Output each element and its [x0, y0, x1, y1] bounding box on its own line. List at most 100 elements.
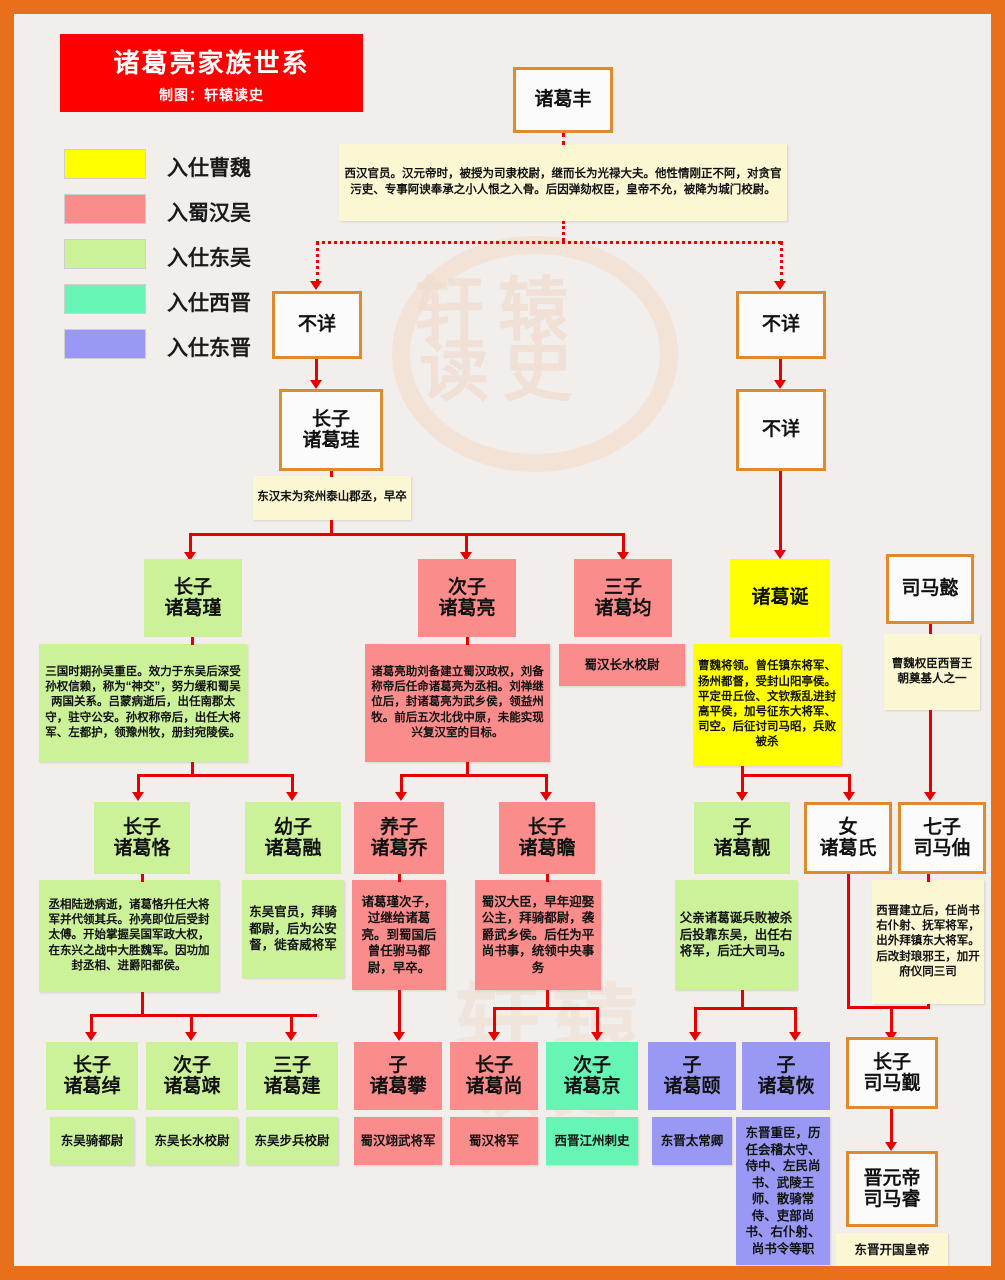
legend-swatch-xijin: [64, 284, 146, 314]
node-unknown-left-1[interactable]: 不详: [272, 291, 362, 359]
node-simayi-name: 司马懿: [901, 578, 959, 600]
arrow-to-zhugeliang: [460, 552, 472, 561]
node-zhugeshang[interactable]: 长子 诸葛尚: [450, 1042, 538, 1110]
node-zhugegui-name: 诸葛珪: [302, 430, 360, 451]
node-zhugeqiao[interactable]: 养子 诸葛乔: [354, 802, 444, 874]
legend-label-caowei: 入仕曹魏: [167, 157, 251, 180]
node-zhugejian[interactable]: 三子 诸葛建: [246, 1042, 338, 1110]
node-zhugejing[interactable]: 次子 诸葛京: [546, 1042, 638, 1110]
connector-jin-b2: [291, 774, 294, 796]
connector-ke-b2: [190, 1014, 193, 1036]
desc-zhugeke: 丞相陆逊病逝，诸葛恪升任大将军并代领其兵。孙亮即位后受封太傅。开始掌握吴国军政大…: [39, 880, 219, 992]
node-zhugeyi-rank: 子: [682, 1054, 702, 1076]
node-zhugeshi[interactable]: 女 诸葛氏: [804, 802, 892, 874]
arrow-to-zhugeyi: [689, 1032, 701, 1041]
legend-label-xijin: 入仕西晋: [167, 292, 251, 315]
watermark-ring: [392, 236, 678, 472]
connector-gui-down: [330, 520, 333, 535]
node-zhugechuo[interactable]: 长子 诸葛绰: [46, 1042, 138, 1110]
node-zhugerong-rank: 幼子: [273, 816, 312, 838]
arrow-to-zhugepan: [393, 1032, 405, 1041]
node-zhugeqiao-rank: 养子: [379, 816, 418, 838]
desc-simazhou: 西晋建立后，任尚书右仆射、抚军将军，出外拜镇东大将军。后改封琅邪王，加开府仪同三…: [872, 880, 984, 1004]
node-zhugeyi[interactable]: 子 诸葛颐: [648, 1042, 736, 1110]
legend-label-dongjin: 入仕东晋: [167, 337, 251, 360]
node-zhugeliang-name: 诸葛亮: [438, 598, 496, 619]
node-unknown-right-2[interactable]: 不详: [736, 389, 826, 471]
node-zhugezhan[interactable]: 长子 诸葛瞻: [499, 802, 595, 874]
connector-zhan-b1: [493, 1007, 496, 1036]
connector-liang-stub: [466, 637, 469, 645]
connector-ke-stub: [141, 874, 144, 882]
node-zhugehui-rank: 子: [776, 1054, 796, 1076]
node-simayi[interactable]: 司马懿: [886, 554, 974, 624]
connector-feng-bus: [316, 241, 781, 244]
node-zhugegui[interactable]: 长子 诸葛珪: [279, 389, 383, 471]
node-zhugesong-rank: 次子: [172, 1054, 211, 1076]
node-zhugesong[interactable]: 次子 诸葛竦: [146, 1042, 238, 1110]
arrow-to-zhugejing: [591, 1032, 603, 1041]
node-zhugedan[interactable]: 诸葛诞: [730, 559, 830, 637]
connector-gui-bus: [189, 533, 625, 536]
desc-zhugegui: 东汉末为兖州泰山郡丞，早卒: [253, 476, 411, 520]
arrow-to-zhugeqiao: [395, 792, 407, 801]
node-zhugeliang[interactable]: 次子 诸葛亮: [418, 559, 516, 637]
node-simazhou[interactable]: 七子 司马伷: [898, 802, 986, 874]
desc-zhugejun: 蜀汉长水校尉: [559, 644, 685, 686]
desc-zhugejing: 西晋江州刺史: [546, 1117, 638, 1165]
legend-label-dongwu: 入仕东吴: [167, 247, 251, 270]
connector-qiao-down: [398, 990, 401, 1036]
node-simarui[interactable]: 晋元帝 司马睿: [846, 1151, 938, 1227]
node-zhugepan-name: 诸葛攀: [369, 1076, 427, 1097]
node-simajin[interactable]: 长子 司马觐: [846, 1037, 938, 1109]
desc-zhugezhan: 蜀汉大臣，早年迎娶公主，拜骑都尉，袭爵武乡侯。后任为平尚书事，统领中央事务: [475, 880, 601, 990]
connector-dan-b2: [848, 774, 851, 796]
arrow-to-simajin: [885, 1032, 897, 1041]
node-zhugehui[interactable]: 子 诸葛恢: [742, 1042, 830, 1110]
desc-zhugeyi: 东晋太常卿: [652, 1117, 732, 1165]
title-banner: 诸葛亮家族世系 制图：轩辕读史: [60, 34, 363, 112]
node-unknown-right-2-label: 不详: [761, 419, 800, 441]
node-zhugedan-name: 诸葛诞: [751, 587, 809, 609]
desc-zhugejing2: 父亲诸葛诞兵败被杀后投靠东吴，出任右将军，后迁大司马。: [675, 880, 797, 990]
node-zhugeshi-name: 诸葛氏: [819, 838, 877, 859]
arrow-to-zhugerong: [286, 792, 298, 801]
node-zhugejun-rank: 三子: [603, 576, 642, 598]
connector-feng-stub: [562, 133, 565, 145]
node-unknown-right-1[interactable]: 不详: [736, 291, 826, 359]
connector-zhan-bus: [493, 1007, 599, 1010]
node-zhugejun[interactable]: 三子 诸葛均: [574, 559, 672, 637]
arrow-to-zhugejun: [617, 552, 629, 561]
node-zhugezhan-name: 诸葛瞻: [518, 838, 576, 859]
desc-simarui: 东晋开国皇帝: [836, 1233, 948, 1266]
node-zhugezhan-rank: 长子: [527, 816, 566, 838]
node-zhugejian-name: 诸葛建: [263, 1076, 321, 1097]
node-unknown-right-1-label: 不详: [761, 314, 800, 336]
arrow-to-zhugezhan: [540, 792, 552, 801]
node-simarui-rank: 晋元帝: [863, 1167, 921, 1189]
connector-liang-b1: [400, 774, 403, 796]
node-zhugejin[interactable]: 长子 诸葛瑾: [144, 559, 242, 637]
node-zhugefeng[interactable]: 诸葛丰: [513, 67, 613, 133]
connector-jing2-b1: [694, 1007, 697, 1036]
legend-label-shuhan: 入蜀汉吴: [167, 202, 251, 225]
node-zhugejing-name: 诸葛京: [563, 1076, 621, 1097]
connector-jing2-bus: [694, 1007, 797, 1010]
connector-ke-bus: [90, 1014, 317, 1017]
arrow-to-unknown-right-2: [774, 380, 786, 389]
connector-dan-b1: [741, 774, 744, 796]
node-zhugeke-name: 诸葛恪: [113, 838, 171, 859]
connector-dan-bus: [741, 774, 851, 777]
node-zhugejing2[interactable]: 子 诸葛靓: [694, 802, 790, 874]
legend-swatch-caowei: [64, 149, 146, 179]
node-zhugeke[interactable]: 长子 诸葛恪: [94, 802, 190, 874]
connector-zhan-stub: [546, 874, 549, 882]
node-zhugepan[interactable]: 子 诸葛攀: [354, 1042, 442, 1110]
node-zhugerong[interactable]: 幼子 诸葛融: [245, 802, 341, 874]
connector-shi-down: [847, 874, 850, 1006]
connector-liang-b2: [545, 774, 548, 796]
connector-liang-down: [466, 762, 469, 776]
arrow-to-zhugejing2: [736, 792, 748, 801]
node-simazhou-rank: 七子: [922, 816, 961, 838]
node-zhugeqiao-name: 诸葛乔: [370, 838, 428, 859]
